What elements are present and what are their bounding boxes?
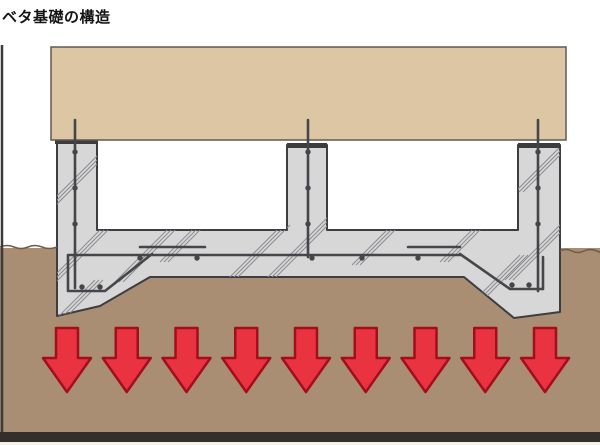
load-arrows xyxy=(41,326,571,394)
ground-line-left xyxy=(0,244,58,250)
bottom-page-edge xyxy=(0,442,600,445)
down-arrow-icon xyxy=(101,326,152,394)
page-title: ベタ基礎の構造 xyxy=(2,9,111,26)
down-arrow-icon xyxy=(280,326,332,394)
down-arrow-icon xyxy=(161,326,212,394)
down-arrow-icon xyxy=(41,326,93,394)
rebar-cross-bars xyxy=(72,149,541,290)
down-arrow-icon xyxy=(221,326,272,394)
down-arrow-icon xyxy=(519,326,571,394)
down-arrow-icon xyxy=(460,326,511,394)
ground-line-right xyxy=(559,248,600,254)
rebar xyxy=(66,118,545,293)
down-arrow-icon xyxy=(400,326,451,394)
bottom-ground-strip xyxy=(0,432,600,442)
down-arrow-icon xyxy=(340,326,391,394)
